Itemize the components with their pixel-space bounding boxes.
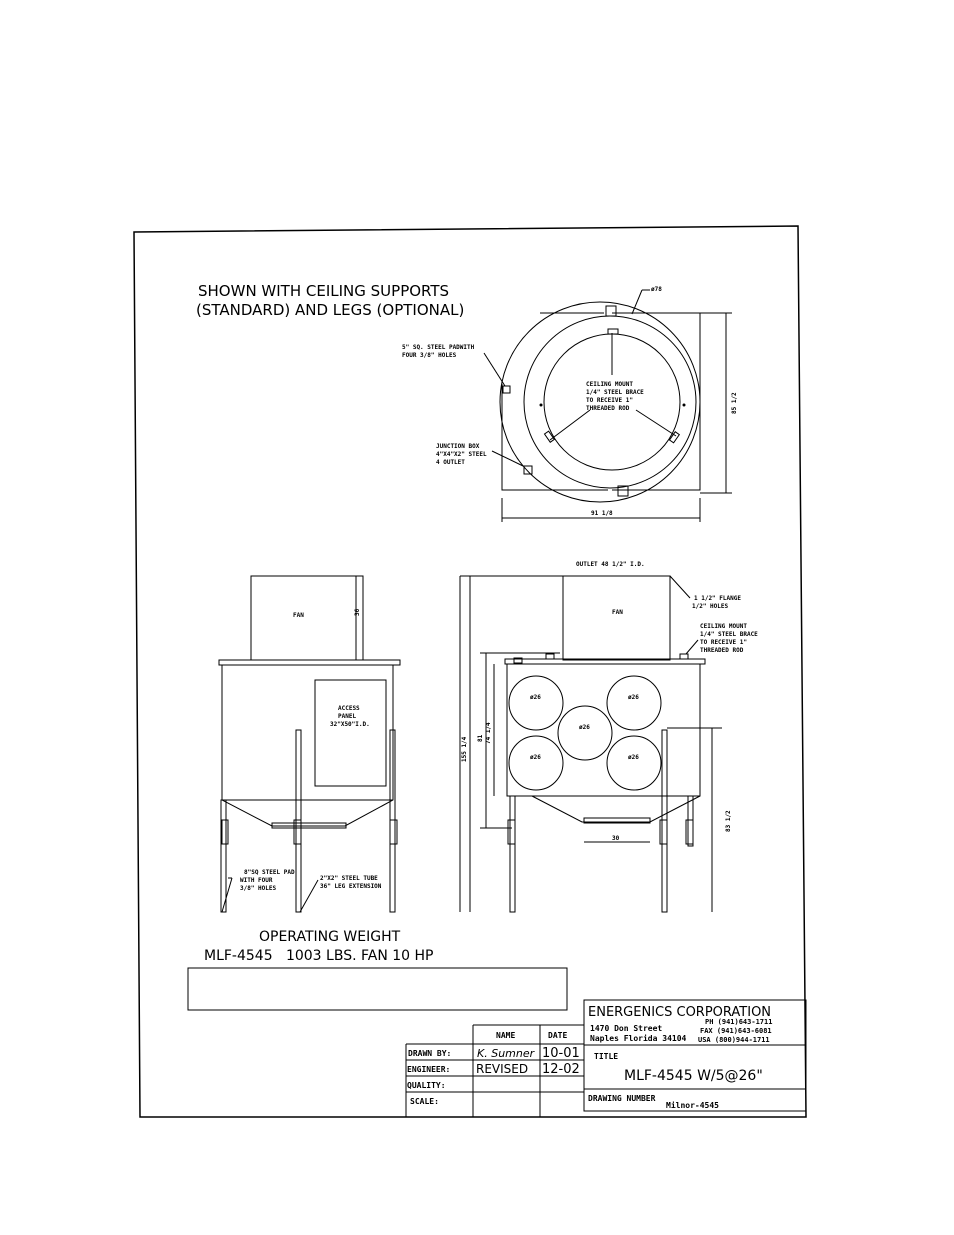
junction-box-1: JUNCTION BOX bbox=[436, 443, 480, 450]
drawing-number-label: DRAWING NUMBER bbox=[588, 1094, 656, 1103]
front-view bbox=[459, 575, 722, 913]
side-fan-dim: 36 bbox=[354, 608, 361, 616]
flange-note-2: 1/2" HOLES bbox=[692, 603, 729, 610]
quality-label: QUALITY: bbox=[407, 1081, 446, 1090]
pad-note-1: 5" SQ. STEEL PADWITH bbox=[402, 344, 475, 351]
dim-width: 91 1/8 bbox=[591, 510, 613, 517]
ceiling-mount-3: TO RECEIVE 1" bbox=[586, 397, 633, 404]
pad-note-2: FOUR 3/8" HOLES bbox=[402, 352, 457, 359]
ceiling-mount-4: THREADED ROD bbox=[586, 405, 630, 412]
filter-circle bbox=[606, 735, 662, 791]
scale-label: SCALE: bbox=[410, 1097, 439, 1106]
drawn-by-date: 10-01 bbox=[542, 1046, 580, 1061]
junction-box-2: 4"X4"X2" STEEL bbox=[436, 451, 487, 458]
front-ceiling-mount-2: 1/4" STEEL BRACE bbox=[700, 631, 758, 638]
filter-label: ø26 bbox=[628, 754, 639, 761]
side-fan-box bbox=[250, 575, 364, 661]
side-view bbox=[218, 575, 401, 913]
dim-30: 30 bbox=[612, 835, 620, 842]
title-label: TITLE bbox=[594, 1052, 618, 1061]
side-fan-label: FAN bbox=[293, 612, 304, 619]
filter-label: ø26 bbox=[628, 694, 639, 701]
front-fan-label: FAN bbox=[612, 609, 623, 616]
dim-total: 155 1/4 bbox=[461, 736, 468, 762]
heading-line1: SHOWN WITH CEILING SUPPORTS bbox=[198, 282, 449, 300]
tube-note-1: 2"X2" STEEL TUBE bbox=[320, 875, 378, 882]
front-ceiling-mount-1: CEILING MOUNT bbox=[700, 623, 747, 630]
filter-circle bbox=[508, 735, 564, 791]
ceiling-mount-1: CEILING MOUNT bbox=[586, 381, 633, 388]
side-pad-note-1: 8"SQ STEEL PAD bbox=[244, 869, 295, 876]
flange-note-1: 1 1/2" FLANGE bbox=[694, 595, 741, 602]
side-pad-note-3: 3/8" HOLES bbox=[240, 885, 277, 892]
filter-circle bbox=[557, 705, 613, 761]
drawn-by-signature: K. Sumner bbox=[477, 1047, 536, 1060]
front-ceiling-mount-4: THREADED ROD bbox=[700, 647, 744, 654]
company-phone: PH (941)643-1711 bbox=[705, 1018, 772, 1026]
front-ceiling-mount-3: TO RECEIVE 1" bbox=[700, 639, 747, 646]
access-panel-2: PANEL bbox=[338, 713, 356, 720]
access-panel-3: 32"X50"I.D. bbox=[330, 721, 370, 728]
title-block bbox=[405, 999, 807, 1117]
junction-box bbox=[523, 465, 533, 475]
hole-callout: ø78 bbox=[651, 286, 662, 293]
company-usa: USA (800)944-1711 bbox=[698, 1036, 770, 1044]
filter-label: ø26 bbox=[579, 724, 590, 731]
filter-label: ø26 bbox=[530, 694, 541, 701]
side-pad-note-2: WITH FOUR bbox=[240, 877, 273, 884]
ceiling-mount-2: 1/4" STEEL BRACE bbox=[586, 389, 644, 396]
name-header: NAME bbox=[496, 1031, 515, 1040]
weight-line: MLF-4545 1003 LBS. FAN 10 HP bbox=[204, 948, 434, 964]
filter-label: ø26 bbox=[530, 754, 541, 761]
junction-box-3: 4 OUTLET bbox=[436, 459, 465, 466]
filter-group: ø26 ø26 ø26 ø26 ø26 bbox=[508, 675, 662, 791]
housing-circle bbox=[499, 301, 701, 503]
company-address1: 1470 Don Street bbox=[590, 1024, 662, 1033]
engineer-date: 12-02 bbox=[542, 1062, 580, 1077]
filter-circle bbox=[508, 675, 564, 731]
heading-line2: (STANDARD) AND LEGS (OPTIONAL) bbox=[196, 301, 464, 319]
weight-title: OPERATING WEIGHT bbox=[259, 929, 401, 945]
date-header: DATE bbox=[548, 1031, 567, 1040]
drawn-by-label: DRAWN BY: bbox=[408, 1049, 451, 1058]
access-panel-1: ACCESS bbox=[338, 705, 360, 712]
engineer-label: ENGINEER: bbox=[407, 1065, 450, 1074]
notes-box bbox=[187, 967, 568, 1011]
filter-circle bbox=[606, 675, 662, 731]
access-panel bbox=[314, 679, 387, 787]
title-value: MLF-4545 W/5@26" bbox=[624, 1068, 763, 1084]
dim-83: 83 1/2 bbox=[725, 810, 732, 832]
dim-81: 81 bbox=[477, 734, 484, 742]
dim-height: 85 1/2 bbox=[731, 392, 738, 414]
sheet-border bbox=[133, 225, 807, 1118]
company-fax: FAX (941)643-6081 bbox=[700, 1027, 772, 1035]
front-fan-box bbox=[562, 575, 671, 661]
drawing-number-value: Milnor-4545 bbox=[666, 1100, 719, 1110]
company-name: ENERGENICS CORPORATION bbox=[588, 1005, 771, 1020]
engineer-name: REVISED bbox=[476, 1062, 528, 1076]
outlet-label: OUTLET 48 1/2" I.D. bbox=[576, 561, 645, 568]
dim-74: 74 1/4 bbox=[485, 722, 492, 744]
top-view bbox=[483, 289, 732, 522]
company-address2: Naples Florida 34104 bbox=[590, 1033, 687, 1043]
tube-note-2: 36" LEG EXTENSION bbox=[320, 883, 382, 890]
